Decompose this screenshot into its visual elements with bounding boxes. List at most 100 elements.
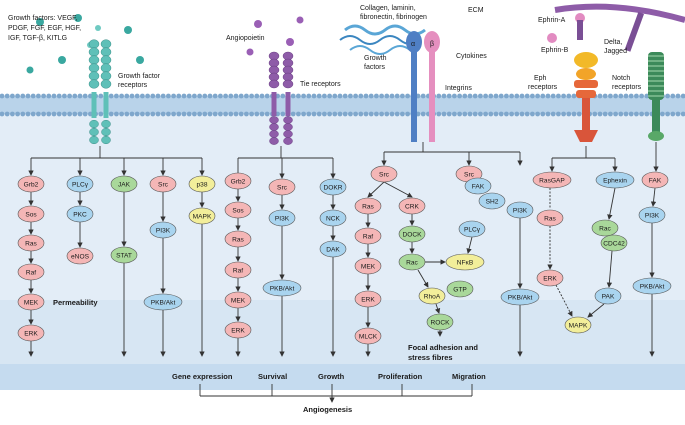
node-jak (110, 175, 138, 193)
notch-receptor (648, 52, 664, 141)
label-eph-receptors: Eph (534, 75, 547, 82)
node-label-fak-b: FAK (649, 177, 662, 184)
node-ras-d (536, 209, 564, 227)
label-growth-factors-3: IGF, TGF-β, KITLG (8, 35, 67, 42)
node-src-a (149, 175, 177, 193)
label-growth-factors-2: PDGF, FGF, EGF, HGF, (8, 25, 81, 32)
node-label-pkb-c: PKB/Akt (508, 294, 533, 301)
label-focal-adhesion: Focal adhesion and (408, 343, 478, 352)
node-sh2 (478, 192, 506, 210)
node-label-plcg-a: PLCγ (72, 181, 89, 188)
label-gf-receptors: Growth factor (118, 73, 161, 80)
node-label-pi3k-c: PI3K (513, 207, 528, 214)
node-label-grb2-a: Grb2 (24, 181, 39, 188)
node-pkb-c (500, 288, 540, 306)
node-plcg-b (458, 220, 486, 238)
node-label-mek-b: MEK (231, 297, 246, 304)
node-rac-b (591, 219, 619, 237)
node-raf-b (224, 261, 252, 279)
node-pi3k-d (638, 206, 666, 224)
node-pkc (66, 205, 94, 223)
node-ras-c (354, 197, 382, 215)
node-label-pi3k-b: PI3K (275, 215, 290, 222)
node-dokr (319, 178, 347, 196)
pathway-connectors (28, 142, 659, 357)
node-label-erk-b: ERK (231, 327, 245, 334)
node-label-pkc: PKC (73, 211, 87, 218)
node-label-raf-a: Raf (26, 269, 36, 276)
node-label-raf-b: Raf (233, 267, 243, 274)
bottom-band (0, 390, 685, 420)
node-pkb-b (262, 279, 302, 297)
node-label-rhoa: RhoA (424, 293, 441, 300)
node-label-grb2-b: Grb2 (231, 178, 246, 185)
label-growth-factors: Growth factors: VEGF, (8, 15, 78, 22)
label-cytokines: Cytokines (456, 53, 487, 60)
node-label-crk: CRK (405, 203, 420, 210)
node-label-mek-c: MEK (361, 263, 376, 270)
node-label-src-b: Src (277, 184, 288, 191)
label-notch: Notch (612, 75, 630, 82)
node-label-fak-a: FAK (472, 183, 485, 190)
node-pi3k-b (268, 209, 296, 227)
node-cdc42 (600, 234, 628, 252)
label-angiopoietin: Angiopoietin (226, 35, 265, 42)
node-src-b (268, 178, 296, 196)
outcome-band (0, 364, 685, 390)
node-nfkb (445, 253, 485, 271)
node-label-plcg-b: PLCγ (464, 226, 481, 233)
label-notch-2: receptors (612, 84, 642, 91)
label-ecm: ECM (468, 7, 484, 14)
ephrin-ligands (547, 3, 685, 52)
node-rac-a (398, 253, 426, 271)
node-label-pkb-b: PKB/Akt (270, 285, 295, 292)
node-pi3k-c (506, 201, 534, 219)
label-gf-receptors-2: receptors (118, 82, 148, 89)
outcome-growth: Growth (318, 372, 345, 381)
node-label-src-a: Src (158, 181, 169, 188)
node-label-dokr: DOKR (323, 184, 342, 191)
node-label-pi3k-d: PI3K (645, 212, 660, 219)
node-pkb-a (143, 293, 183, 311)
node-erk-d (536, 269, 564, 287)
node-raf-a (17, 263, 45, 281)
node-label-src-c: Src (379, 171, 390, 178)
node-p38 (188, 175, 216, 193)
node-label-sh2: SH2 (486, 198, 499, 205)
label-growth-factors-int-2: factors (364, 64, 386, 71)
node-rasgap (532, 171, 572, 189)
node-label-pi3k-a: PI3K (156, 227, 171, 234)
node-label-erk-c: ERK (361, 296, 375, 303)
outcome-migration: Migration (452, 372, 486, 381)
node-label-jak: JAK (118, 181, 131, 188)
node-fak-a (464, 177, 492, 195)
node-ras-b (224, 230, 252, 248)
label-eph-receptors-2: receptors (528, 84, 558, 91)
node-label-enos: eNOS (71, 253, 90, 260)
node-label-ras-c: Ras (362, 203, 374, 210)
node-label-rock: ROCK (430, 319, 450, 326)
node-label-dak: DAK (326, 246, 340, 253)
node-label-mlck: MLCK (359, 333, 378, 340)
label-ecm-line2: fibronectin, fibrinogen (360, 14, 427, 21)
label-growth-factors-int: Growth (364, 55, 387, 62)
node-label-mek-a: MEK (24, 299, 39, 306)
final-outcome-angiogenesis: Angiogenesis (303, 405, 352, 414)
label-tie-receptors: Tie receptors (300, 81, 341, 88)
node-label-erk-d: ERK (543, 275, 557, 282)
node-plcg-a (66, 175, 94, 193)
node-erk-c (354, 290, 382, 308)
growth-factor-receptor (88, 39, 112, 145)
node-dock (398, 225, 426, 243)
node-pkb-d (632, 277, 672, 295)
label-integrins: Integrins (445, 85, 472, 92)
node-label-erk-a: ERK (24, 330, 38, 337)
node-label-nfkb: NFκB (457, 259, 474, 266)
angiopoietin-ligands (246, 16, 304, 56)
node-rock (426, 313, 454, 331)
node-enos (66, 247, 94, 265)
node-label-raf-c: Raf (363, 233, 373, 240)
tie-receptor (268, 51, 294, 145)
node-label-ephexin: Ephexin (603, 177, 627, 184)
